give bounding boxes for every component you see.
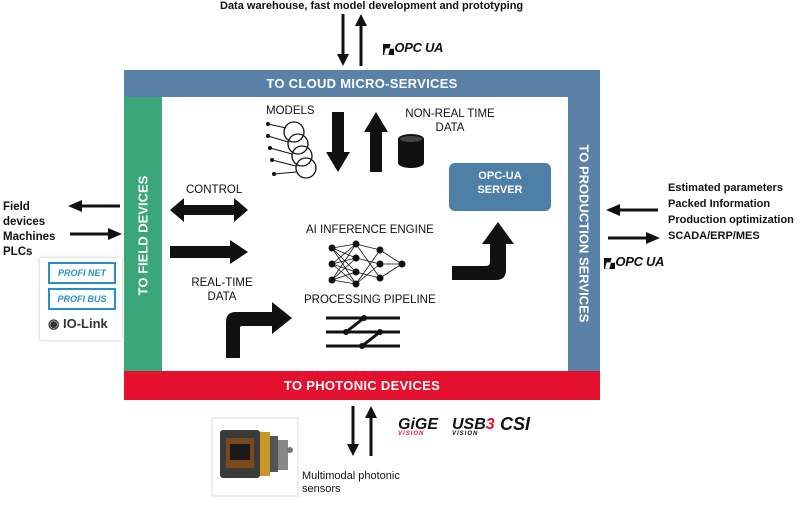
- right-arrows-icon: [606, 204, 660, 244]
- opc-ua-server: OPC-UA SERVER: [449, 163, 551, 211]
- real-time-label: REAL-TIME DATA: [191, 277, 253, 303]
- server-bent-arrow-icon: [452, 222, 514, 280]
- io-link-logo: ◉ IO-Link: [48, 316, 108, 331]
- cloud-band-label: TO CLOUD MICRO-SERVICES: [266, 76, 458, 91]
- photonic-band-label: TO PHOTONIC DEVICES: [283, 378, 441, 393]
- field-band: [124, 97, 162, 371]
- field-band-label: TO FIELD DEVICES: [135, 175, 151, 296]
- non-real-time-arrows-icon: [326, 112, 388, 172]
- top-arrows-icon: [337, 14, 367, 66]
- cloud-band: [124, 70, 600, 97]
- neural-network-icon: [328, 240, 406, 288]
- pipeline-bent-arrow-icon: [226, 302, 292, 358]
- csi-logo: CSI: [500, 414, 531, 434]
- opcua-logo-right: ▞OPC UA: [604, 254, 665, 269]
- profinet-logo: PROFI NET: [48, 262, 116, 284]
- ai-engine-label: AI INFERENCE ENGINE: [306, 224, 434, 236]
- real-time-arrow-icon: [170, 240, 248, 264]
- neural-model-icon: [266, 121, 317, 179]
- database-icon: [398, 134, 424, 168]
- production-text: Estimated parameters Packed Information …: [668, 182, 794, 242]
- left-arrows-icon: [68, 200, 122, 240]
- camera-sensor-icon: [211, 417, 299, 497]
- production-band: [568, 97, 600, 371]
- control-double-arrow-icon: [170, 198, 248, 222]
- control-label: CONTROL: [186, 184, 243, 196]
- usb3-vision-logo: USB3 VISION: [452, 416, 495, 437]
- field-devices-text: Field devices Machines PLCs: [3, 201, 56, 258]
- field-logos-panel: [40, 258, 122, 340]
- opcua-logo-top: ▞OPC UA: [383, 40, 444, 55]
- pipeline-icon: [326, 315, 400, 349]
- photonic-band: [124, 371, 600, 400]
- gige-vision-logo: GiGE VISION: [398, 416, 439, 437]
- profibus-logo: PROFI BUS: [48, 288, 116, 310]
- top-caption: Data warehouse, fast model development a…: [220, 0, 524, 12]
- pipeline-label: PROCESSING PIPELINE: [304, 294, 436, 306]
- bottom-arrows-icon: [347, 406, 377, 456]
- production-band-label: TO PRODUCTION SERVICES: [576, 144, 592, 323]
- models-label: MODELS: [266, 105, 315, 117]
- photonic-sensors-text: Multimodal photonic sensors: [302, 470, 400, 495]
- non-real-time-label: NON-REAL TIME DATA: [405, 108, 495, 134]
